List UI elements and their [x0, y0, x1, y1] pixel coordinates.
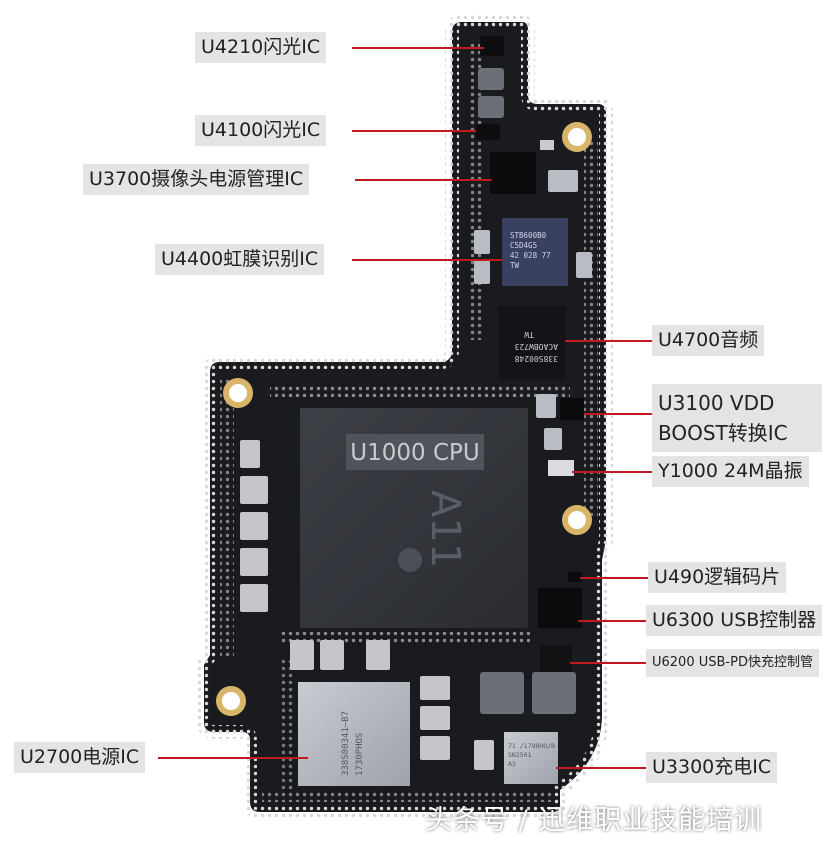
power-marking-1: 338S00341—B7: [341, 711, 351, 776]
audio-marking-1: 338S00248: [514, 354, 558, 363]
label-u490: U490逻辑码片: [648, 562, 787, 593]
iris-marking-4: TW: [510, 261, 520, 270]
audio-marking-2: ACAOBW723: [514, 342, 558, 351]
charger-marking-1: 71 /1798HO/B: [508, 742, 555, 750]
label-u4210: U4210闪光IC: [195, 32, 327, 63]
chip-u4210: [480, 36, 504, 56]
label-u4400: U4400虹膜识别IC: [155, 244, 325, 275]
leader-u6300: [578, 620, 646, 622]
label-u6300: U6300 USB控制器: [646, 605, 823, 636]
label-u3100: U3100 VDD BOOST转换IC: [652, 384, 822, 452]
chip-u4400: [502, 218, 568, 286]
chip-u6300: [538, 588, 582, 628]
chip-u3700: [490, 152, 536, 194]
charger-marking-2: SN2501: [508, 751, 532, 759]
leader-u4100: [352, 130, 476, 132]
iris-marking-2: C5D4G5: [510, 241, 537, 250]
leader-u3700: [355, 179, 492, 181]
leader-u2700: [158, 757, 308, 759]
chip-u4700: [498, 306, 566, 380]
label-u2700: U2700电源IC: [14, 742, 146, 773]
label-u4700: U4700音频: [652, 325, 765, 356]
iris-marking-3: 42 028 77: [510, 251, 551, 260]
chip-u490: [568, 572, 582, 582]
iris-marking-1: STB600B0: [510, 231, 547, 240]
leader-u4700: [565, 340, 653, 342]
chip-u3100: [560, 398, 584, 420]
charger-marking-3: A3: [508, 760, 516, 768]
leader-u3300: [556, 767, 646, 769]
leader-u4210: [352, 47, 484, 49]
leader-u4400: [352, 259, 502, 261]
chip-u4100: [476, 124, 500, 140]
label-u6200: U6200 USB-PD快充控制管: [646, 649, 819, 677]
leader-u3100: [584, 413, 652, 415]
label-u3300: U3300充电IC: [646, 752, 778, 783]
watermark: 头条号 / 迅维职业技能培训: [425, 805, 763, 836]
apple-logo-icon: [398, 548, 422, 572]
chip-u3300: [504, 732, 558, 784]
power-marking-2: 1730PHOS: [355, 733, 365, 776]
cpu-label: U1000 CPU: [350, 440, 479, 466]
label-y1000: Y1000 24M晶振: [652, 456, 809, 487]
leader-y1000: [572, 471, 652, 473]
chip-u2700: [298, 682, 410, 786]
label-u4100: U4100闪光IC: [195, 115, 327, 146]
cpu-die-text: A11: [422, 490, 468, 568]
chip-u6200: [540, 646, 572, 672]
chip-y1000: [548, 460, 574, 476]
audio-marking-3: TW: [524, 330, 534, 339]
label-u3700: U3700摄像头电源管理IC: [83, 164, 310, 195]
leader-u490: [580, 577, 648, 579]
leader-u6200: [570, 662, 646, 664]
